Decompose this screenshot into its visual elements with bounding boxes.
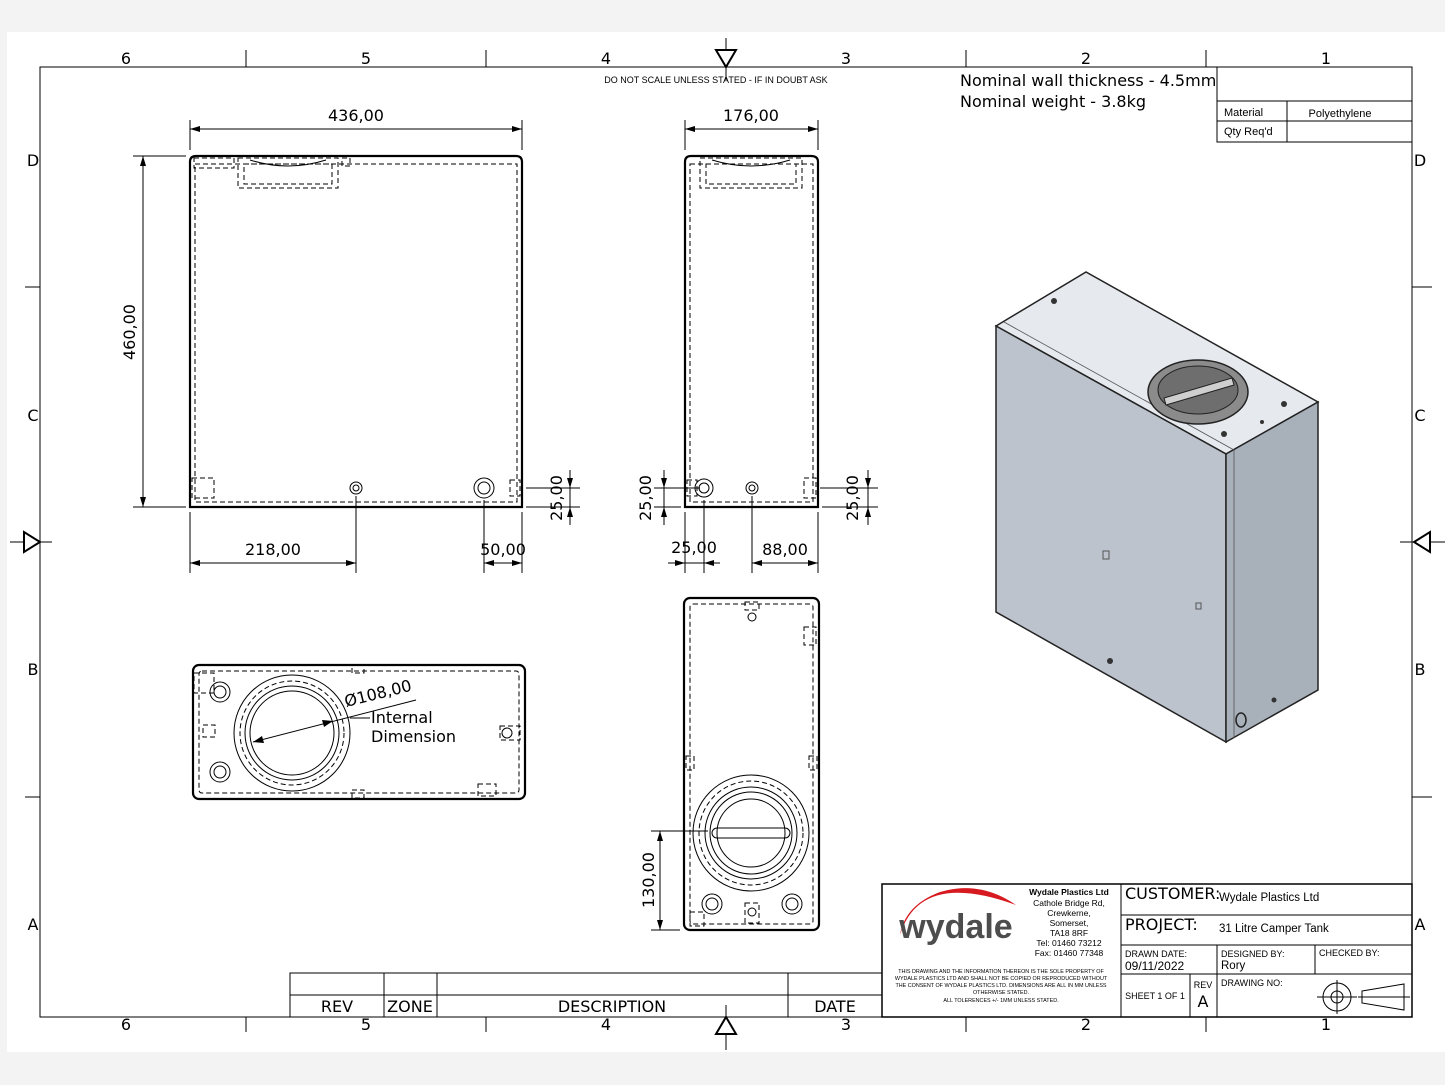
side-view <box>683 154 820 509</box>
zone-col-bottom-4: 4 <box>601 1015 611 1034</box>
zone-row-right-d: D <box>1414 151 1426 170</box>
rev-label: REV <box>1194 980 1213 990</box>
projection-symbol-icon <box>1317 980 1410 1014</box>
zone-row-left-b: B <box>28 660 39 679</box>
drawn-date-label: DRAWN DATE: <box>1125 949 1187 959</box>
drawn-date-value: 09/11/2022 <box>1125 959 1184 973</box>
company-name: Wydale Plastics Ltd <box>1029 887 1109 897</box>
drawing-sheet: 6 5 4 3 2 1 6 5 4 3 2 1 D C B A D C B A … <box>7 32 1445 1052</box>
zone-col-bottom-3: 3 <box>841 1015 851 1034</box>
project-label: PROJECT: <box>1125 915 1198 934</box>
zone-col-top-1: 1 <box>1321 49 1331 68</box>
dim-front-right-offset: 50,00 <box>480 540 526 559</box>
zone-col-top-3: 3 <box>841 49 851 68</box>
dim-side-right-height: 25,00 <box>843 475 862 521</box>
front-dimension-lines <box>133 120 580 573</box>
isometric-view <box>994 271 1320 744</box>
top-view-callouts <box>252 699 417 743</box>
bottom-dimension-arrows <box>657 831 663 930</box>
company-address2: Crewkerne, <box>1047 908 1090 918</box>
zone-col-top-4: 4 <box>601 49 611 68</box>
company-postcode: TA18 8RF <box>1050 928 1088 938</box>
zone-col-bottom-6: 6 <box>121 1015 131 1034</box>
date-header: DATE <box>814 997 856 1016</box>
rev-value: A <box>1198 992 1209 1011</box>
customer-value: Wydale Plastics Ltd <box>1219 892 1319 904</box>
material-label: Material <box>1224 107 1263 119</box>
company-fax: Fax: 01460 77348 <box>1035 948 1104 958</box>
zone-col-top-2: 2 <box>1081 49 1091 68</box>
zone-row-left-c: C <box>27 406 38 425</box>
top-view <box>191 663 527 801</box>
internal-label-line2: Dimension <box>371 727 456 746</box>
zone-header: ZONE <box>387 997 433 1016</box>
bottom-view <box>682 596 821 932</box>
description-header: DESCRIPTION <box>558 997 666 1016</box>
side-dimension-lines <box>654 120 878 573</box>
weight-note: Nominal weight - 3.8kg <box>960 92 1146 111</box>
bottom-dimension-lines <box>651 830 708 931</box>
zone-col-bottom-2: 2 <box>1081 1015 1091 1034</box>
project-value: 31 Litre Camper Tank <box>1219 923 1329 935</box>
scale-note: DO NOT SCALE UNLESS STATED - IF IN DOUBT… <box>604 75 827 85</box>
internal-label-line1: Internal <box>371 708 433 727</box>
rev-header: REV <box>321 997 353 1016</box>
zone-col-top-6: 6 <box>121 49 131 68</box>
company-tel: Tel: 01460 73212 <box>1036 938 1101 948</box>
dim-front-width: 436,00 <box>328 106 384 125</box>
zone-row-left-a: A <box>28 915 39 934</box>
dim-front-hole-height: 25,00 <box>547 475 566 521</box>
wydale-logo: wydale <box>898 888 1016 946</box>
qty-label: Qty Req'd <box>1224 126 1273 138</box>
technical-drawing: 6 5 4 3 2 1 6 5 4 3 2 1 D C B A D C B A … <box>10 38 1445 1050</box>
designed-by-label: DESIGNED BY: <box>1221 949 1285 959</box>
zone-col-bottom-5: 5 <box>361 1015 371 1034</box>
dim-side-left-offset: 25,00 <box>671 538 717 557</box>
front-view <box>188 154 524 509</box>
zone-row-left-d: D <box>27 151 39 170</box>
customer-label: CUSTOMER: <box>1125 884 1220 903</box>
logo-text: wydale <box>898 908 1012 946</box>
dim-front-left-offset: 218,00 <box>245 540 301 559</box>
company-address3: Somerset, <box>1050 918 1089 928</box>
wall-thickness-note: Nominal wall thickness - 4.5mm <box>960 71 1216 90</box>
disclaimer-line5: ALL TOLERENCES +/- 1MM UNLESS STATED. <box>943 998 1058 1004</box>
zone-row-right-b: B <box>1415 660 1426 679</box>
front-dimension-arrows <box>140 126 573 566</box>
zone-col-bottom-1: 1 <box>1321 1015 1331 1034</box>
designed-by-value: Rory <box>1221 960 1246 972</box>
dim-side-left-height: 25,00 <box>636 475 655 521</box>
company-address1: Cathole Bridge Rd, <box>1033 898 1105 908</box>
material-value: Polyethylene <box>1309 108 1372 120</box>
zone-col-top-5: 5 <box>361 49 371 68</box>
centering-arrows <box>10 38 1445 1050</box>
dim-top-diameter: Ø108,00 <box>342 676 413 711</box>
checked-by-label: CHECKED BY: <box>1319 948 1380 958</box>
zone-row-right-a: A <box>1415 915 1426 934</box>
side-dimension-arrows <box>661 126 871 566</box>
zone-ticks <box>25 50 1432 1032</box>
disclaimer-line4: OTHERWISE STATED. <box>973 990 1029 996</box>
dim-side-right-offset: 88,00 <box>762 540 808 559</box>
dim-bottom-height: 130,00 <box>639 852 658 908</box>
disclaimer-line3: THE CONSENT OF WYDALE PLASTICS LTD. DIME… <box>895 983 1106 989</box>
disclaimer-line1: THIS DRAWING AND THE INFORMATION THEREON… <box>898 969 1104 975</box>
sheet-number: SHEET 1 OF 1 <box>1125 991 1185 1001</box>
material-table <box>1216 66 1413 143</box>
dim-side-width: 176,00 <box>723 106 779 125</box>
zone-row-right-c: C <box>1414 406 1425 425</box>
disclaimer-line2: WYDALE PLASTICS LTD AND SHALL NOT BE COP… <box>895 976 1108 982</box>
dim-front-height: 460,00 <box>120 304 139 360</box>
title-block-frame <box>881 883 1413 1018</box>
drawing-no-label: DRAWING NO: <box>1221 978 1283 988</box>
